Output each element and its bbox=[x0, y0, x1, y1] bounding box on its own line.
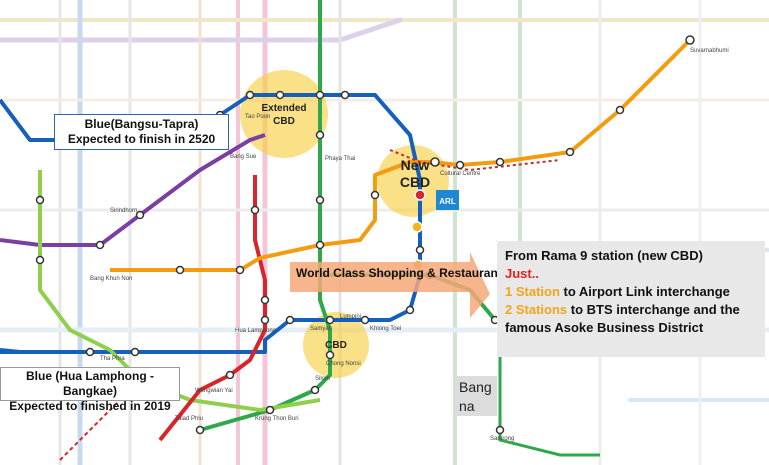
station-dot bbox=[405, 305, 415, 315]
station-dot bbox=[260, 295, 270, 305]
station-label: Talad Phlu bbox=[175, 416, 203, 422]
station-dot bbox=[325, 350, 335, 360]
station-dot bbox=[315, 240, 325, 250]
callout-rama9-two-stations: 2 Stations bbox=[505, 302, 568, 317]
station-dot bbox=[135, 210, 145, 220]
station-dot bbox=[325, 315, 335, 325]
callout-bangsu-line2: Expected to finish in 2520 bbox=[67, 132, 216, 146]
red-dashed-line bbox=[59, 399, 121, 461]
station-dot bbox=[225, 370, 235, 380]
bang-na-line2: na bbox=[459, 398, 475, 414]
new-cbd-line1: New bbox=[400, 157, 430, 173]
station-dot bbox=[430, 157, 440, 167]
station-label: Tao Poon bbox=[245, 114, 270, 120]
station-dot bbox=[195, 425, 205, 435]
station-dot bbox=[275, 90, 285, 100]
callout-rama9-line4: 2 Stations to BTS interchange and the bbox=[505, 301, 765, 319]
station-label: Sirindhorn bbox=[110, 208, 137, 214]
blue-line-extension bbox=[0, 348, 21, 354]
callout-rama9-line5: famous Asoke Business District bbox=[505, 320, 704, 335]
extended-cbd-label: Extended CBD bbox=[254, 102, 314, 128]
station-label: Bang Sue bbox=[230, 154, 257, 160]
station-dot bbox=[685, 35, 695, 45]
callout-rama9-line3: 1 Station to Airport Link interchange bbox=[505, 283, 765, 301]
station-label: Samyan bbox=[310, 326, 332, 332]
orange-line bbox=[110, 38, 692, 272]
callout-bangsu-line1: Blue(Bangsu-Tapra) bbox=[84, 117, 199, 131]
station-label: Silom bbox=[315, 376, 330, 382]
station-dot bbox=[130, 347, 140, 357]
callout-bangsu: Blue(Bangsu-Tapra) Expected to finish in… bbox=[54, 114, 229, 150]
station-dot bbox=[415, 245, 425, 255]
station-label: Khlong Toei bbox=[370, 326, 401, 332]
station-dot bbox=[495, 425, 505, 435]
airport-badge-text: ARL bbox=[439, 197, 456, 206]
callout-rama9-one-station: 1 Station bbox=[505, 284, 560, 299]
station-dot bbox=[175, 265, 185, 275]
station-dot bbox=[340, 90, 350, 100]
light-green-line bbox=[38, 170, 321, 412]
callout-hua-lamphong: Blue (Hua Lamphong - Bangkae) Expected t… bbox=[0, 367, 180, 413]
extended-cbd-line2: CBD bbox=[273, 116, 295, 127]
cbd-label: CBD bbox=[325, 340, 347, 351]
station-dot bbox=[260, 315, 270, 325]
airport-link bbox=[389, 149, 561, 172]
new-cbd-line2: CBD bbox=[399, 174, 431, 190]
shopping-label: World Class Shopping & Restaurant bbox=[296, 266, 502, 280]
station-dot bbox=[315, 130, 325, 140]
station-label: Krung Thon Buri bbox=[255, 416, 299, 422]
airport-link-station-dot bbox=[411, 221, 423, 233]
bang-na-line1: Bang bbox=[459, 379, 492, 395]
callout-rama9-line3-rest: to Airport Link interchange bbox=[559, 284, 730, 299]
station-label: Cultural Centre bbox=[440, 171, 481, 177]
callout-rama9-title: From Rama 9 station (new CBD) bbox=[505, 248, 703, 263]
station-dot bbox=[285, 315, 295, 325]
airport-badge bbox=[436, 190, 459, 210]
green-line-samrong bbox=[498, 350, 600, 457]
station-dot bbox=[250, 205, 260, 215]
station-label: Lumpini bbox=[340, 314, 361, 320]
station-dot bbox=[315, 195, 325, 205]
station-dot bbox=[455, 160, 465, 170]
shopping-arrow bbox=[290, 252, 490, 318]
station-dot bbox=[245, 90, 255, 100]
station-dot bbox=[370, 190, 380, 200]
extended-cbd-line1: Extended bbox=[261, 103, 307, 114]
callout-rama9-line4-rest: to BTS interchange and the bbox=[567, 302, 740, 317]
station-label: Samrong bbox=[490, 436, 514, 442]
station-label: Wongwian Yai bbox=[195, 388, 233, 394]
station-dot bbox=[35, 195, 45, 205]
station-dot bbox=[315, 90, 325, 100]
station-label: Phaya Thai bbox=[325, 156, 355, 162]
station-label: Hua Lamphong bbox=[235, 328, 276, 334]
station-dot bbox=[360, 315, 370, 325]
red-line bbox=[158, 175, 267, 442]
callout-hua-line2: Expected to finished in 2019 bbox=[9, 399, 171, 413]
callout-hua-line1: Blue (Hua Lamphong - Bangkae) bbox=[26, 369, 154, 398]
station-dot bbox=[265, 405, 275, 415]
station-dot bbox=[35, 255, 45, 265]
station-label: Tha Phra bbox=[100, 356, 125, 362]
station-dot bbox=[310, 385, 320, 395]
rama9-station-dot bbox=[414, 189, 426, 201]
callout-rama9-just: Just.. bbox=[505, 266, 539, 281]
callout-rama9: From Rama 9 station (new CBD) Just.. 1 S… bbox=[497, 241, 765, 357]
new-cbd-label: New CBD bbox=[392, 157, 438, 191]
station-dot bbox=[235, 265, 245, 275]
station-label: Suvarnabhumi bbox=[690, 48, 729, 54]
station-dot bbox=[565, 147, 575, 157]
station-dot bbox=[495, 157, 505, 167]
station-label: Bang Khun Non bbox=[90, 276, 132, 282]
bang-na-label: Bang na bbox=[455, 376, 497, 416]
station-dot bbox=[95, 240, 105, 250]
station-dot bbox=[615, 105, 625, 115]
station-label: Chong Nonsi bbox=[326, 361, 361, 367]
cbd-zone bbox=[303, 312, 369, 378]
station-dot bbox=[85, 347, 95, 357]
